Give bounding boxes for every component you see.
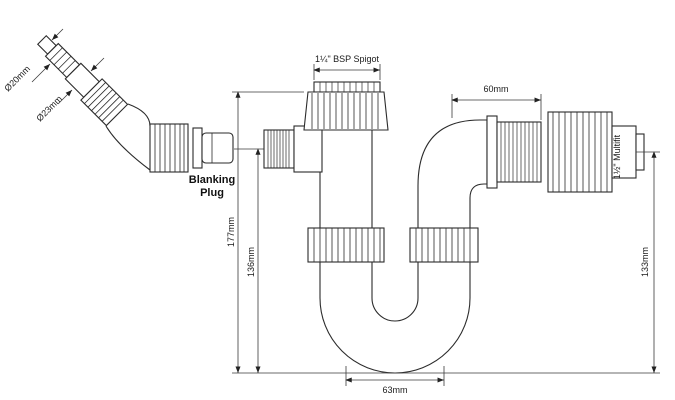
- outlet-elbow-inner: [469, 183, 487, 228]
- dimension-60mm: 60mm: [451, 84, 542, 120]
- dia20-opposing-arrow: [51, 28, 64, 41]
- multifit-label: 1½" Multifit: [612, 134, 622, 179]
- outlet-elbow-outer: [417, 119, 487, 228]
- right-union-nut: [409, 227, 479, 263]
- inlet-hub: [293, 125, 323, 173]
- u-bend-inner: [371, 297, 419, 322]
- elbow-outer-edge: [127, 103, 151, 127]
- bsp-spigot-label: 1¼" BSP Spigot: [315, 54, 380, 64]
- trap-body: [263, 81, 479, 374]
- top-spigot: [313, 81, 381, 93]
- dim-60mm-label: 60mm: [483, 84, 508, 94]
- outlet-assembly: 1½" Multifit: [417, 111, 645, 228]
- outlet-thread: [496, 121, 542, 183]
- blanking-plug-body: [201, 132, 234, 164]
- dimension-bsp-spigot: 1¼" BSP Spigot: [313, 54, 381, 80]
- dim-133mm-label: 133mm: [640, 247, 650, 277]
- dia20-leader-arrow: [31, 63, 51, 83]
- blanking-plug-label: Blanking Plug: [188, 174, 236, 200]
- dimension-177mm: 177mm: [226, 91, 304, 373]
- elbow-fitting: [105, 103, 189, 173]
- elbow-inner-edge: [105, 125, 151, 171]
- elbow-nut: [149, 123, 189, 173]
- dimension-136mm: 136mm: [246, 148, 261, 373]
- dia-20mm-label: Ø20mm: [2, 64, 32, 94]
- connector-nut: [80, 78, 129, 127]
- multifit-nut: [547, 111, 613, 193]
- multifit-end: [611, 125, 637, 179]
- u-bend-outer: [319, 297, 471, 374]
- inlet-connector: [36, 34, 129, 127]
- dimension-133mm: 133mm: [636, 151, 660, 373]
- dim-63mm-label: 63mm: [382, 385, 407, 395]
- outlet-flange: [486, 115, 498, 189]
- dim-177mm-label: 177mm: [226, 217, 236, 247]
- dia23-opposing-arrow: [90, 57, 105, 72]
- blanking-plug-flange: [192, 127, 203, 169]
- dimension-63mm: 63mm: [345, 366, 445, 395]
- dia23-leader-arrow: [57, 89, 73, 105]
- top-swivel-nut: [303, 91, 389, 131]
- blanking-plug: [192, 127, 234, 169]
- dia-23mm-label: Ø23mm: [34, 94, 64, 124]
- dim-136mm-label: 136mm: [246, 247, 256, 277]
- left-union-nut: [307, 227, 385, 263]
- inlet-spigot-thread: [263, 129, 295, 169]
